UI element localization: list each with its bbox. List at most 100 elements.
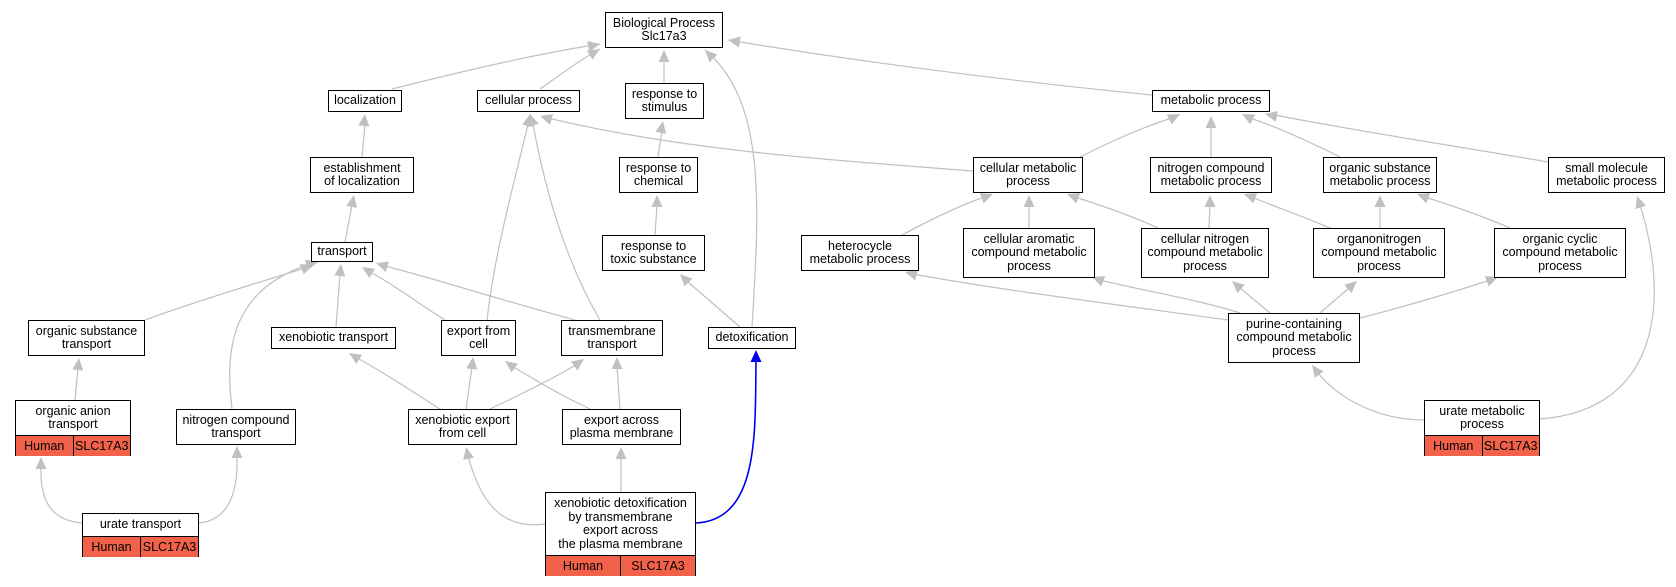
edge-purine-heterocycle-arrowhead <box>905 269 918 281</box>
edge-urate-transport-organic-anion <box>40 466 83 524</box>
edge-export-across-export-from-cell-arrowhead <box>505 361 518 373</box>
edge-cellular-nitrogen-nitrogen-compound-arrowhead <box>1204 195 1216 207</box>
edge-purine-organic-cyclic-arrowhead <box>1484 276 1498 287</box>
node-label: organic anion transport <box>35 403 111 431</box>
edge-small-molecule-metabolic-arrowhead <box>1265 110 1278 122</box>
edge-cellular-aromatic-cellular-metabolic-arrowhead <box>1023 195 1035 207</box>
edge-transport-establishment <box>344 204 353 243</box>
edge-response-toxic-chemical-arrowhead <box>651 195 663 207</box>
node-establishment-of-localization[interactable]: establishment of localization <box>310 157 414 193</box>
node-label: urate metabolic process <box>1439 403 1525 431</box>
node-cellular-process[interactable]: cellular process <box>477 90 580 112</box>
edge-export-across-export-from-cell <box>511 365 591 410</box>
node-localization[interactable]: localization <box>328 90 402 112</box>
annotation-row: Human SLC17A3 <box>83 536 198 557</box>
node-small-molecule-metabolic-process[interactable]: small molecule metabolic process <box>1548 157 1665 193</box>
edge-localization-bp <box>391 43 601 90</box>
node-export-from-cell[interactable]: export from cell <box>441 320 516 356</box>
edge-xenobiotic-transport-transport <box>335 273 341 328</box>
edge-transmembrane-transport-transport <box>384 265 576 321</box>
node-organic-anion-transport[interactable]: organic anion transport Human SLC17A3 <box>15 400 131 456</box>
edge-export-from-cell-transport <box>369 271 446 321</box>
node-xenobiotic-transport[interactable]: xenobiotic transport <box>271 327 396 349</box>
node-nitrogen-compound-transport[interactable]: nitrogen compound transport <box>176 409 296 445</box>
node-response-to-stimulus[interactable]: response to stimulus <box>625 83 704 119</box>
node-organic-substance-transport[interactable]: organic substance transport <box>28 320 145 356</box>
edge-xeno-detox-export-across-arrowhead <box>615 447 627 459</box>
edge-organic-substance-metabolic-metabolic-arrowhead <box>1242 114 1256 125</box>
node-export-across-plasma-membrane[interactable]: export across plasma membrane <box>562 409 681 445</box>
species-cell: Human <box>562 559 604 573</box>
node-metabolic-process[interactable]: metabolic process <box>1152 90 1270 112</box>
edge-response-toxic-chemical <box>654 204 658 236</box>
edge-localization-bp-arrowhead <box>587 40 600 52</box>
annotation-row: Human SLC17A3 <box>546 555 695 576</box>
node-response-to-toxic-substance[interactable]: response to toxic substance <box>602 235 705 271</box>
node-heterocycle-metabolic-process[interactable]: heterocycle metabolic process <box>801 235 919 271</box>
gene-cell[interactable]: SLC17A3 <box>620 556 695 576</box>
edge-urate-metabolic-small-molecule <box>1539 204 1655 420</box>
node-nitrogen-compound-metabolic-process[interactable]: nitrogen compound metabolic process <box>1150 157 1272 193</box>
node-cellular-nitrogen-compound-metabolic-process[interactable]: cellular nitrogen compound metabolic pro… <box>1141 228 1269 278</box>
node-response-to-chemical[interactable]: response to chemical <box>619 157 698 193</box>
edge-xenobiotic-export-xenobiotic-transport-arrowhead <box>349 353 363 365</box>
node-purine-containing-compound-metabolic-process[interactable]: purine-containing compound metabolic pro… <box>1228 313 1360 363</box>
edge-purine-organonitrogen-arrowhead <box>1344 281 1357 294</box>
edge-purine-cellular-aromatic <box>1099 279 1241 314</box>
edge-urate-transport-organic-anion-arrowhead <box>35 457 47 469</box>
edge-purine-organonitrogen <box>1319 287 1350 314</box>
edge-cellular-process-bp-arrowhead <box>586 49 600 60</box>
edge-export-from-cell-cellular-process <box>486 123 529 321</box>
node-cellular-aromatic-compound-metabolic-process[interactable]: cellular aromatic compound metabolic pro… <box>963 228 1095 278</box>
node-detoxification[interactable]: detoxification <box>708 327 796 349</box>
edge-response-chemical-stimulus-arrowhead <box>655 121 667 134</box>
edge-organic-cyclic-organic-substance-arrowhead <box>1417 193 1431 204</box>
node-transport[interactable]: transport <box>311 242 373 262</box>
edge-urate-metabolic-purine-arrowhead <box>1312 365 1324 378</box>
node-cellular-metabolic-process[interactable]: cellular metabolic process <box>973 157 1083 193</box>
edge-urate-metabolic-small-molecule-arrowhead <box>1635 196 1647 210</box>
node-xenobiotic-detoxification-by-transmembrane-export[interactable]: xenobiotic detoxification by transmembra… <box>545 492 696 576</box>
node-label: xenobiotic detoxification by transmembra… <box>554 496 687 551</box>
node-urate-transport[interactable]: urate transport Human SLC17A3 <box>82 513 199 557</box>
edge-small-molecule-metabolic <box>1274 114 1549 163</box>
node-organonitrogen-compound-metabolic-process[interactable]: organonitrogen compound metabolic proces… <box>1313 228 1445 278</box>
edge-xenobiotic-export-export-from-cell <box>465 366 473 410</box>
node-biological-process[interactable]: Biological Process Slc17a3 <box>605 12 723 48</box>
edge-cellular-nitrogen-cellular-metabolic <box>1074 196 1159 229</box>
edge-export-across-transmembrane-arrowhead <box>611 357 623 369</box>
edge-nitrogen-compound-metabolic-metabolic-arrowhead <box>1205 116 1217 128</box>
node-organic-cyclic-compound-metabolic-process[interactable]: organic cyclic compound metabolic proces… <box>1494 228 1626 278</box>
edge-cellular-nitrogen-cellular-metabolic-arrowhead <box>1067 193 1081 204</box>
node-transmembrane-transport[interactable]: transmembrane transport <box>561 320 663 356</box>
edge-detox-bp-arrowhead <box>705 50 718 63</box>
gene-cell[interactable]: SLC17A3 <box>140 537 198 557</box>
edge-transmembrane-transport-cellular-process <box>532 123 601 321</box>
gene-cell[interactable]: SLC17A3 <box>72 436 131 456</box>
edge-response-stimulus-bp-arrowhead <box>658 50 670 62</box>
edge-xenobiotic-export-transmembrane-arrowhead <box>571 359 584 371</box>
edge-cellular-metabolic-metabolic-arrowhead <box>1166 114 1180 125</box>
edge-xenobiotic-export-export-from-cell-arrowhead <box>466 357 478 370</box>
edge-xenobiotic-transport-transport-arrowhead <box>334 264 346 277</box>
edge-xeno-detox-detoxification <box>695 359 757 524</box>
edge-purine-cellular-aromatic-arrowhead <box>1092 276 1106 287</box>
edge-nitrogen-compound-transport-transport-arrowhead <box>305 259 318 271</box>
edge-xeno-detox-xenobiotic-export <box>467 455 546 526</box>
edge-organonitrogen-nitrogen-compound <box>1251 196 1331 229</box>
species-cell: Human <box>91 540 132 554</box>
edge-establishment-localization <box>361 123 366 158</box>
node-urate-metabolic-process[interactable]: urate metabolic process Human SLC17A3 <box>1424 400 1540 456</box>
edge-cellular-nitrogen-nitrogen-compound <box>1208 204 1211 229</box>
edge-purine-heterocycle <box>912 273 1229 321</box>
edge-organic-substance-metabolic-metabolic <box>1249 117 1341 158</box>
edge-metabolic-bp <box>727 39 1153 96</box>
edge-transmembrane-transport-transport-arrowhead <box>376 261 390 273</box>
gene-cell[interactable]: SLC17A3 <box>1481 436 1540 456</box>
edge-cellular-metabolic-cellular-process <box>547 117 974 172</box>
node-xenobiotic-export-from-cell[interactable]: xenobiotic export from cell <box>408 409 517 445</box>
node-organic-substance-metabolic-process[interactable]: organic substance metabolic process <box>1323 157 1437 193</box>
annotation-row: Human SLC17A3 <box>1425 435 1539 456</box>
